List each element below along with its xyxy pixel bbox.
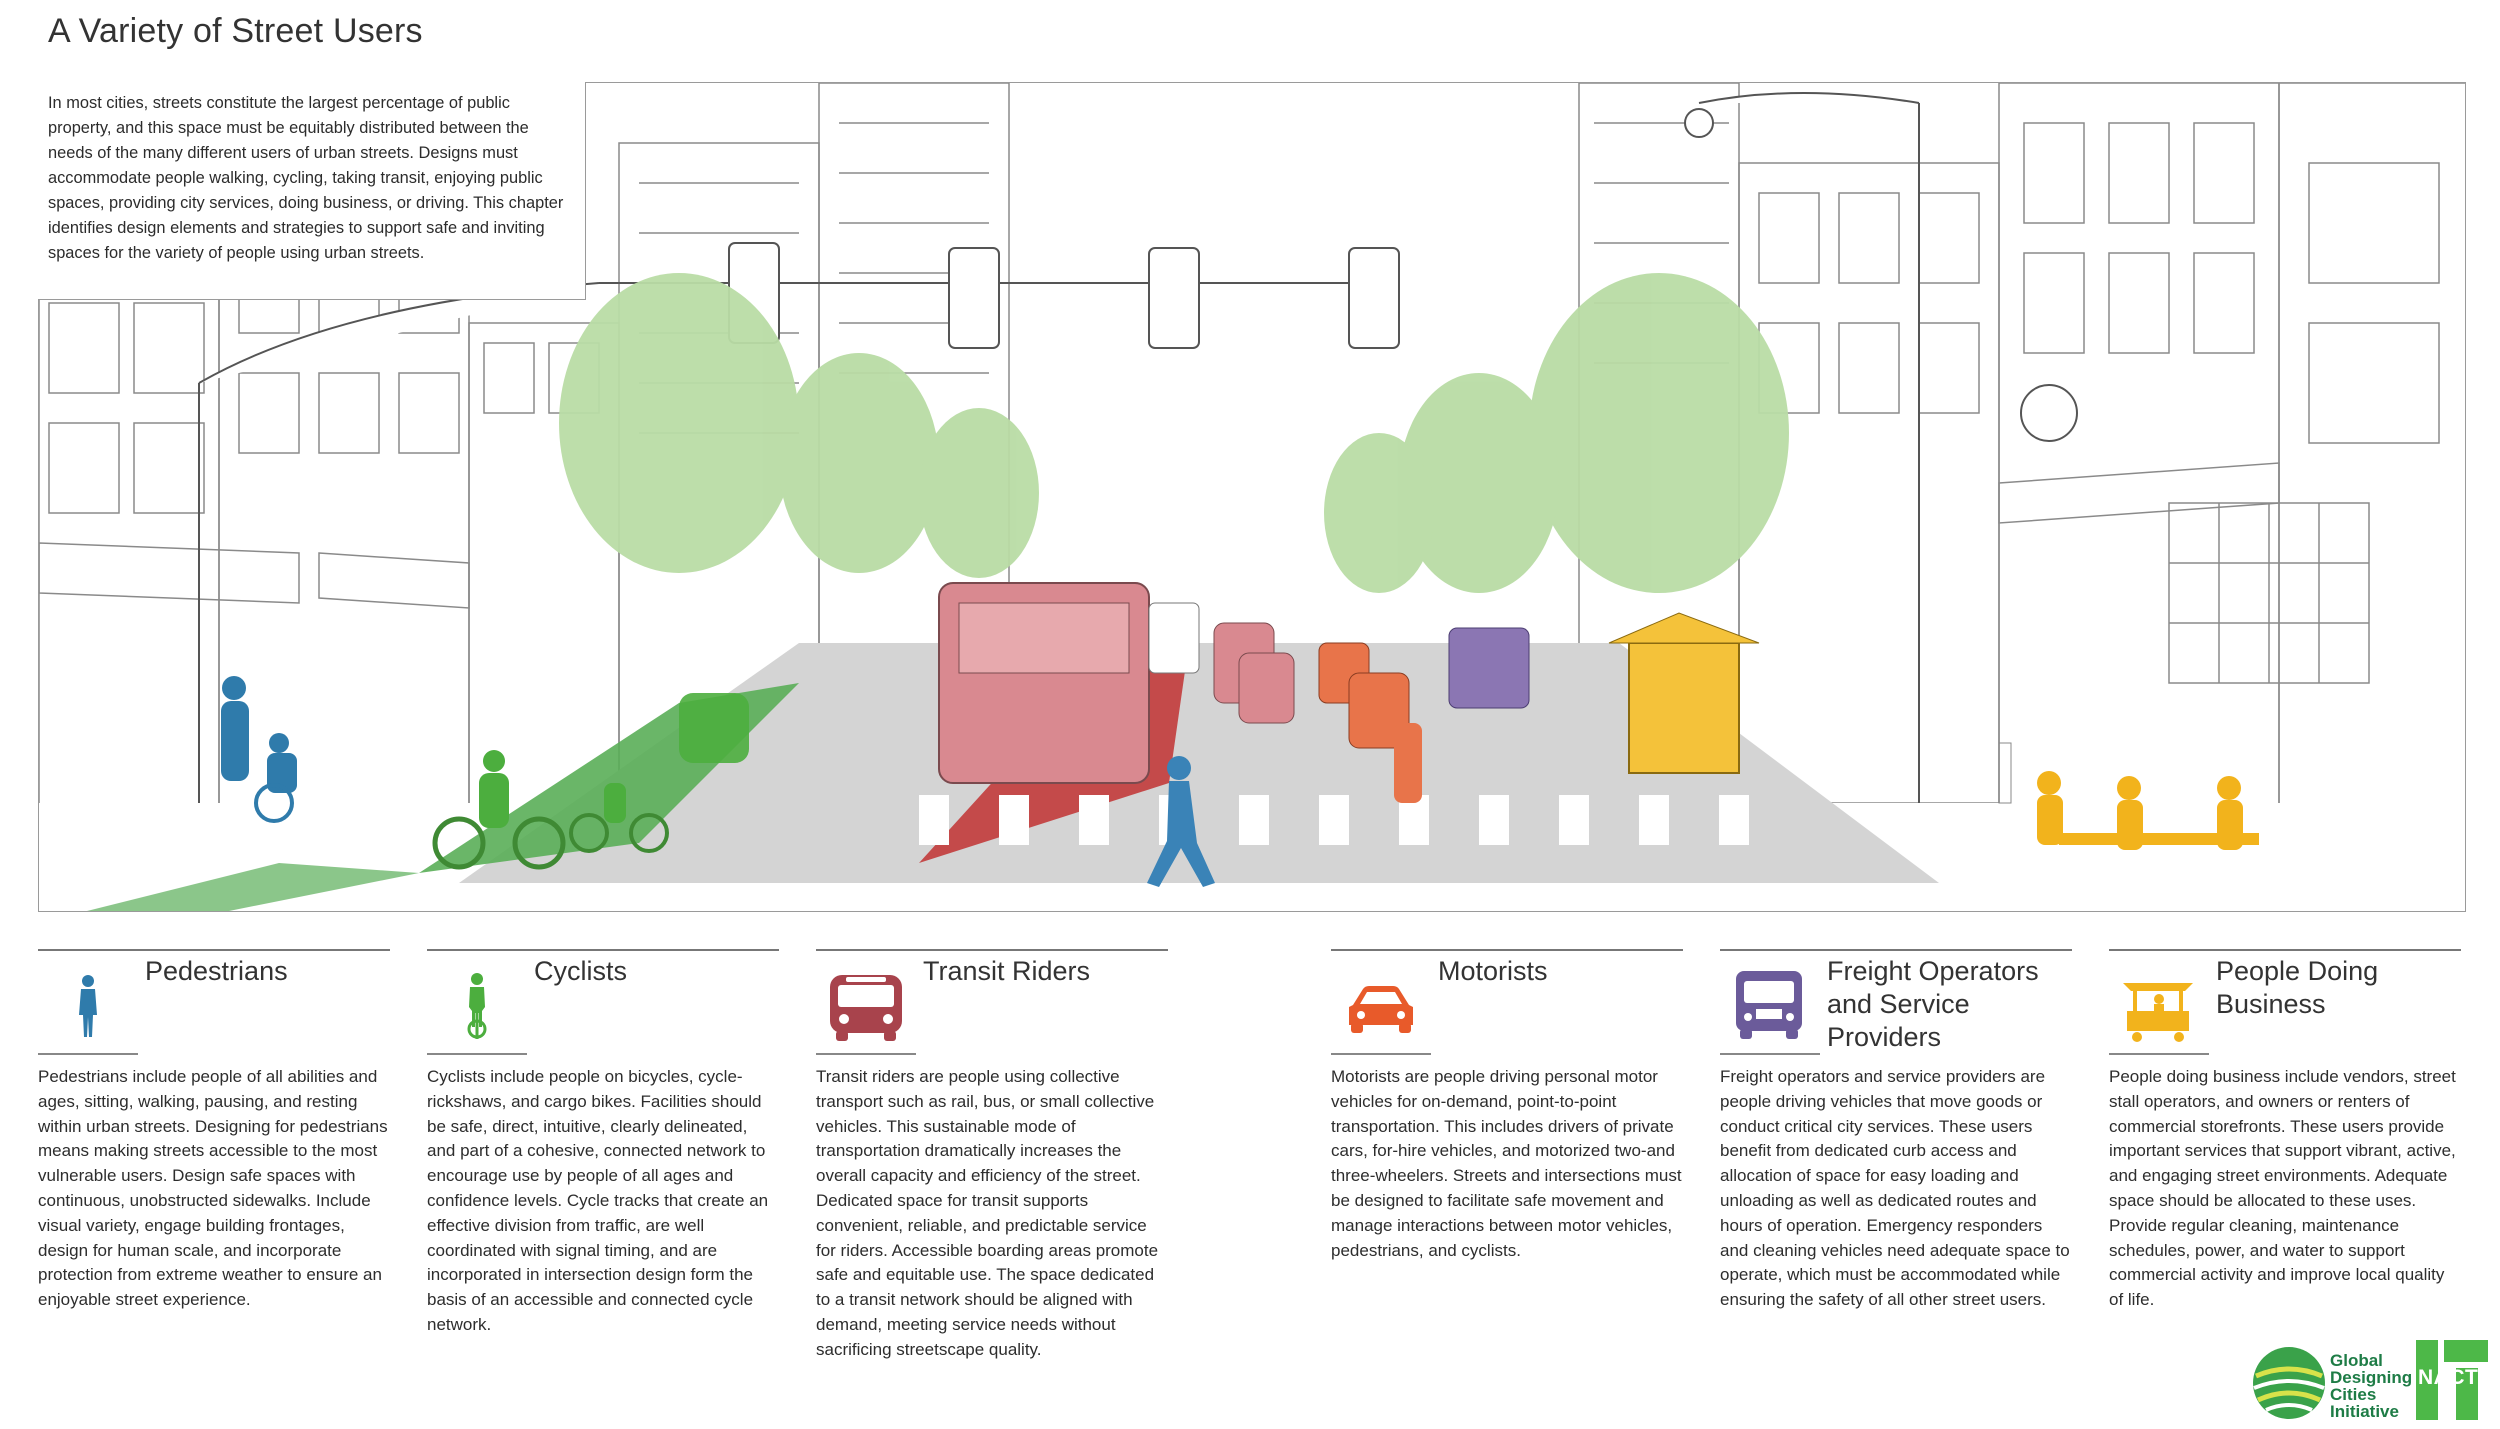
traffic-signals: [198, 92, 2078, 863]
partner-logos: Global Designing Cities Initiative NACTO: [2250, 1340, 2500, 1426]
pedestrian-icon: [38, 961, 136, 1045]
page-title: A Variety of Street Users: [48, 12, 423, 50]
car-icon: [1331, 961, 1429, 1045]
column-description: Transit riders are people using collecti…: [816, 1067, 1159, 1359]
nacto-logo-icon: [2416, 1340, 2488, 1420]
column-title: Pedestrians: [145, 956, 288, 986]
icon-underline: [38, 1053, 138, 1055]
intro-text: In most cities, streets constitute the l…: [38, 82, 586, 300]
column-description: Pedestrians include people of all abilit…: [38, 1067, 388, 1310]
icon-underline: [427, 1053, 527, 1055]
cyclist-icon: [427, 961, 525, 1045]
column-title: Motorists: [1438, 956, 1548, 986]
column-description: People doing business include vendors, s…: [2109, 1067, 2456, 1310]
street-illustration: [38, 82, 2466, 912]
column-rule: [38, 949, 390, 951]
people: [221, 676, 2259, 887]
column-rule: [2109, 949, 2461, 951]
column-rule: [1331, 949, 1683, 951]
icon-underline: [1331, 1053, 1431, 1055]
column-rule: [427, 949, 779, 951]
column-description: Freight operators and service providers …: [1720, 1067, 2070, 1310]
column-title: Cyclists: [534, 956, 627, 986]
icon-underline: [1720, 1053, 1820, 1055]
icon-underline: [816, 1053, 916, 1055]
nacto-logo-text: NACTO: [2418, 1366, 2495, 1389]
crosswalk: [919, 795, 1749, 845]
column-rule: [1720, 949, 2072, 951]
column-rule: [816, 949, 1168, 951]
street-trees: [559, 273, 1789, 593]
street-scene: [39, 83, 2465, 911]
column-description: Cyclists include people on bicycles, cyc…: [427, 1067, 769, 1334]
column-description: Motorists are people driving personal mo…: [1331, 1067, 1682, 1260]
icon-underline: [2109, 1053, 2209, 1055]
vendor-cart-icon: [2109, 961, 2207, 1045]
truck-icon: [1720, 961, 1818, 1045]
gdci-logo-text: Global Designing Cities Initiative: [2330, 1351, 2413, 1421]
vehicles: [938, 582, 1760, 803]
gdci-logo-icon: [2253, 1347, 2325, 1419]
column-title: People Doing Business: [2216, 956, 2379, 1019]
column-title: Freight Operators and Service Providers: [1827, 956, 2039, 1052]
column-title: Transit Riders: [923, 956, 1091, 986]
bus-icon: [816, 961, 914, 1045]
